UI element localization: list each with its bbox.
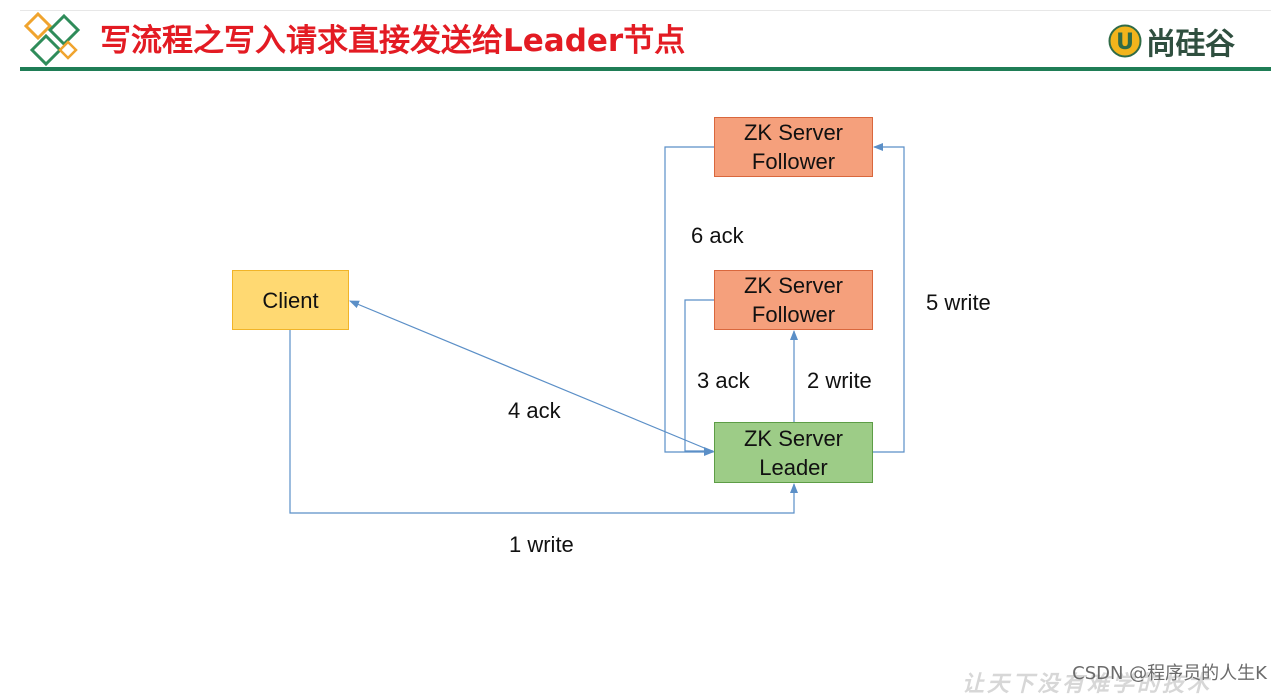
follower-mid-line1: ZK Server (743, 273, 844, 298)
follower-mid-line2: Follower (751, 302, 836, 327)
client-label: Client (262, 287, 319, 313)
csdn-watermark: CSDN @程序员的人生K (1072, 663, 1267, 684)
edge-label-6-ack: 6 ack (691, 223, 744, 248)
leader-line2: Leader (759, 454, 828, 480)
brand-mark-letter: U (1116, 30, 1134, 55)
leader-line1: ZK Server (743, 425, 844, 451)
zk-follower-mid-node: ZK Server Follower (714, 270, 873, 330)
brand-name: 尚硅谷 (1146, 27, 1235, 62)
edge-label-3-ack: 3 ack (697, 368, 750, 393)
logo-diamonds-icon (24, 12, 81, 67)
follower-top-line2: Follower (751, 149, 836, 174)
edge-5-write (873, 143, 905, 453)
edge-4-ack (349, 300, 715, 453)
edge-3-ack (684, 299, 714, 455)
edge-label-5-write: 5 write (926, 290, 991, 315)
edge-6-ack (664, 146, 714, 456)
edge-label-1-write: 1 write (509, 532, 574, 557)
header-rule (20, 67, 1271, 71)
edge-label-4-ack: 4 ack (508, 398, 561, 423)
header-top-hairline (20, 10, 1271, 11)
brand-u-icon: U (1108, 24, 1142, 58)
edge-1-write (289, 330, 798, 514)
zk-follower-top-node: ZK Server Follower (714, 117, 873, 177)
follower-top-line1: ZK Server (743, 120, 844, 145)
slide-title: 写流程之写入请求直接发送给Leader节点 (100, 23, 686, 59)
client-node: Client (232, 270, 349, 330)
brand-logo: U 尚硅谷 (1108, 23, 1235, 62)
zk-leader-node: ZK Server Leader (714, 422, 873, 483)
edge-label-2-write: 2 write (807, 368, 872, 393)
